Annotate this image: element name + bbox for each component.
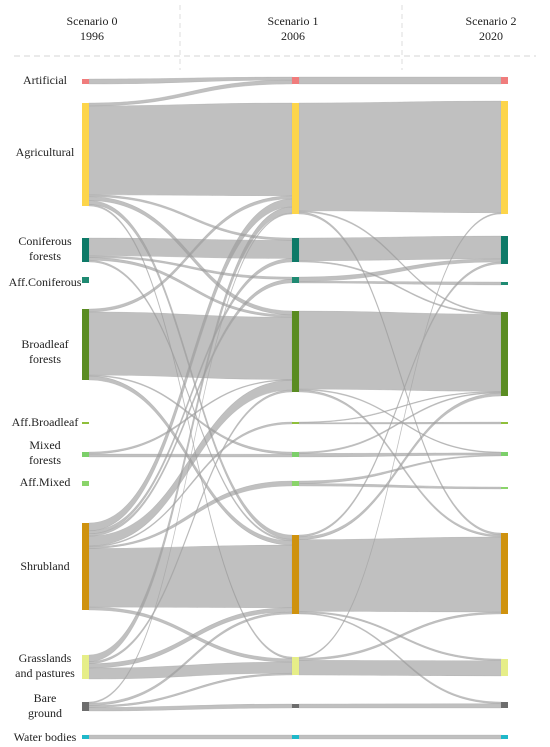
node-label-bare: Bare	[33, 691, 57, 705]
node-s1-mixed	[292, 452, 299, 457]
flow-s1-s2-shrubland-to-shrubland	[298, 536, 502, 613]
node-s1-aff_coniferous	[292, 277, 299, 283]
node-s2-water	[501, 735, 508, 739]
node-label-water: Water bodies	[13, 730, 77, 744]
node-s2-aff_mixed	[501, 487, 508, 489]
node-s1-aff_mixed	[292, 481, 299, 486]
node-label-mixed: forests	[29, 453, 61, 467]
node-s2-artificial	[501, 77, 508, 84]
node-label-agricultural: Agricultural	[15, 145, 75, 159]
flow-s1-s2-agricultural-to-agricultural	[298, 100, 502, 214]
node-s0-mixed	[82, 452, 89, 457]
header-scenario-1: Scenario 1 2006	[228, 14, 358, 44]
node-label-artificial: Artificial	[23, 73, 67, 87]
node-label-grasslands: and pastures	[15, 666, 75, 680]
node-s0-water	[82, 735, 89, 739]
node-s0-bare	[82, 702, 89, 711]
node-s0-broadleaf	[82, 309, 89, 380]
flows-1996-2006	[88, 76, 293, 740]
node-s1-coniferous	[292, 238, 299, 262]
flow-s1-s2-shrubland-to-broadleaf	[298, 392, 502, 541]
node-s2-aff_broadleaf	[501, 422, 508, 424]
node-s0-artificial	[82, 79, 89, 84]
header-scenario-2-title: Scenario 2	[465, 14, 517, 28]
node-label-shrubland: Shrubland	[20, 559, 70, 573]
node-label-grasslands: Grasslands	[18, 651, 72, 665]
node-label-aff_broadleaf: Aff.Broadleaf	[11, 415, 79, 429]
header-scenario-1-title: Scenario 1	[267, 14, 319, 28]
header-scenario-0-title: Scenario 0	[66, 14, 118, 28]
flow-s1-s2-grasslands-to-shrubland	[298, 611, 502, 661]
flow-s1-s2-aff_mixed-to-aff_mixed	[298, 483, 502, 490]
flow-s0-s1-agricultural-to-agricultural	[88, 102, 293, 197]
flow-s1-s2-aff_mixed-to-mixed	[298, 454, 502, 484]
flow-s1-s2-aff_coniferous-to-aff_coniferous	[298, 280, 502, 286]
node-s1-artificial	[292, 77, 299, 84]
flow-s1-s2-coniferous-to-coniferous	[298, 235, 502, 262]
node-s2-grasslands	[501, 659, 508, 676]
node-s0-aff_coniferous	[82, 277, 89, 283]
node-label-aff_mixed: Aff.Mixed	[19, 475, 71, 489]
flow-s1-s2-water-to-water	[298, 734, 502, 740]
flow-s0-s1-shrubland-to-shrubland	[88, 544, 293, 609]
flow-s0-s1-shrubland-to-coniferous	[88, 258, 293, 535]
node-label-coniferous: Coniferous	[18, 234, 72, 248]
flow-s1-s2-artificial-to-artificial	[298, 76, 502, 85]
node-s0-shrubland	[82, 523, 89, 610]
node-label-mixed: Mixed	[29, 438, 61, 452]
flow-s1-s2-broadleaf-to-broadleaf	[298, 310, 502, 392]
node-s1-shrubland	[292, 535, 299, 614]
node-s2-mixed	[501, 452, 508, 456]
node-s0-coniferous	[82, 238, 89, 262]
node-label-bare: ground	[28, 706, 62, 720]
node-s2-shrubland	[501, 533, 508, 614]
node-s0-aff_broadleaf	[82, 422, 89, 424]
flow-s1-s2-bare-to-bare	[298, 703, 502, 709]
node-label-broadleaf: forests	[29, 352, 61, 366]
header-scenario-2-year: 2020	[479, 29, 503, 43]
node-label-aff_coniferous: Aff.Coniferous	[8, 275, 82, 289]
node-s2-bare	[501, 702, 508, 708]
flow-s1-s2-broadleaf-to-shrubland	[298, 389, 502, 538]
header-scenario-1-year: 2006	[281, 29, 305, 43]
node-s2-aff_coniferous	[501, 282, 508, 285]
node-s1-bare	[292, 704, 299, 708]
flows-2006-2020	[298, 76, 502, 740]
node-s2-coniferous	[501, 236, 508, 264]
header-scenario-0: Scenario 0 1996	[27, 14, 157, 44]
flow-s1-s2-grasslands-to-grasslands	[298, 660, 502, 677]
node-s0-aff_mixed	[82, 481, 89, 486]
node-s1-water	[292, 735, 299, 739]
node-s0-agricultural	[82, 103, 89, 206]
flow-s0-s1-water-to-water	[88, 734, 293, 740]
node-label-coniferous: forests	[29, 249, 61, 263]
node-s1-broadleaf	[292, 311, 299, 392]
node-s0-grasslands	[82, 655, 89, 679]
header-scenario-2: Scenario 2 2020	[426, 14, 550, 44]
node-s2-agricultural	[501, 101, 508, 214]
node-s1-grasslands	[292, 657, 299, 675]
header-dividers	[14, 5, 536, 70]
node-s2-broadleaf	[501, 312, 508, 396]
nodes	[82, 77, 508, 739]
node-label-broadleaf: Broadleaf	[21, 337, 69, 351]
header-scenario-0-year: 1996	[80, 29, 104, 43]
node-s1-aff_broadleaf	[292, 422, 299, 424]
node-s1-agricultural	[292, 103, 299, 214]
